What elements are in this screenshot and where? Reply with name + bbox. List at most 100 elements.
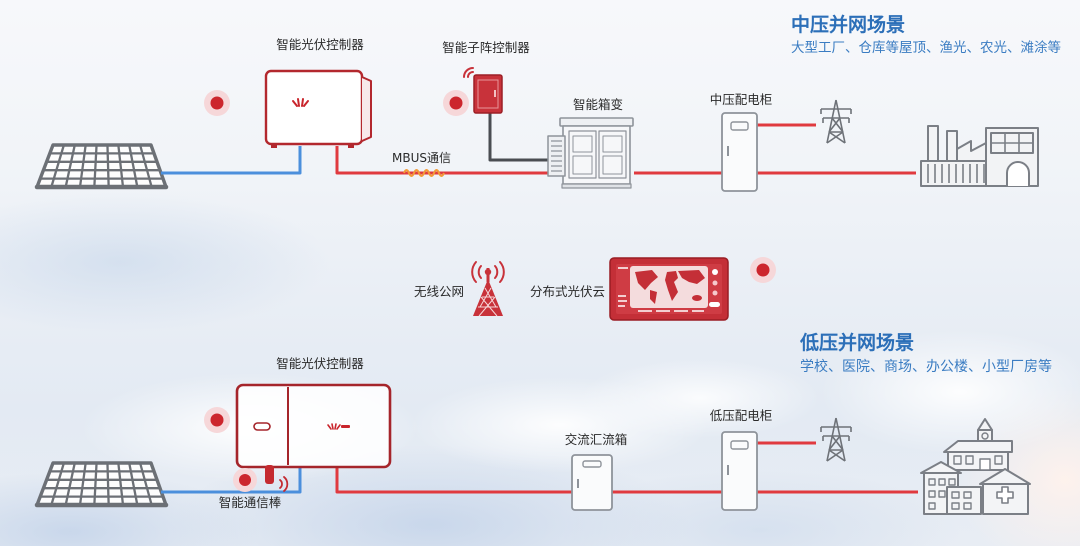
solar-panel-cell-divider [50,462,65,506]
wireless-network-label: 无线公网 [414,284,465,299]
marker-dot [750,257,776,283]
cell-tower-lattice [478,287,498,317]
marker-dot [204,90,230,116]
pv-cloud-dashboard-icon [609,257,729,321]
lv-pv-controller-label: 智能光伏控制器 [276,356,364,371]
solar-panel-cell-divider [139,144,153,188]
solar-panel-cell-divider [128,462,139,506]
controller-handle [494,90,496,97]
tower-legs [826,417,846,462]
inverter-icon [235,383,392,469]
hospital-roof [979,468,1031,485]
subarray-controller-label: 智能子阵控制器 [442,40,530,55]
inverter-side-panel [361,76,372,142]
inverter-indicator-slot [253,422,271,431]
dc-cable-top [161,146,302,175]
dc-cable-bottom [161,468,302,494]
public-buildings-icon [920,418,1031,515]
marker-dot [204,407,230,433]
smart-dongle-icon [265,465,289,492]
subarray-controller-icon [463,67,503,114]
solar-panel-cell-divider [128,144,139,188]
ac-combiner-box-icon [571,454,613,511]
dashboard-indicator [712,269,718,275]
factory-window-grid [991,133,1033,153]
school-windows [953,455,1003,465]
cell-tower-antenna [484,268,492,276]
solar-panel-icon [34,143,169,190]
combiner-display [582,460,602,468]
school-building [947,451,1009,471]
lv-scenario-title: 低压并网场景 [800,332,915,354]
factory-hall-ribs [927,164,985,183]
cabinet-display [730,121,749,131]
solar-panel-cell-divider [64,144,76,188]
inverter-body [264,69,364,146]
map-continent-north-america [635,270,658,290]
marker-dot [443,90,469,116]
solar-panel-cell-divider [64,462,76,506]
mall-building [946,486,982,515]
controller-door [477,79,499,109]
factory-icon [920,125,1039,187]
signal-waves-right [494,261,505,283]
ac-cable-bottom-inverter [335,468,572,494]
cabinet-display [730,440,749,450]
solar-panel-cell-divider [93,144,98,188]
hospital-cross-icon [996,486,1014,504]
combiner-handle [577,479,579,488]
cabinet-handle [727,465,729,475]
box-transformer-label: 智能箱变 [572,97,624,112]
tower-crossarms [821,426,851,451]
marker-dot-core [449,96,463,110]
comm-cable-subarray [488,113,549,162]
solar-panel-cell-divider [106,462,110,506]
solar-panel-cell-divider [139,462,153,506]
marker-dot-core [756,263,770,277]
marker-dot-core [239,474,251,486]
tower-crossarms [821,108,851,133]
cabinet-body [721,112,758,192]
signal-waves-left [471,261,482,283]
solar-panel-cell-divider [78,462,87,506]
factory-chimney [927,125,939,163]
ac-cable-top-inverter [335,146,549,175]
wireless-signal-icon [463,67,474,78]
combiner-box-label: 交流汇流箱 [564,432,628,447]
smart-dongle-label: 智能通信棒 [218,495,282,510]
school-door [979,458,991,471]
school-bell-tower-roof [977,418,993,431]
marker-dot-core [210,413,224,427]
school-roof [943,440,1013,453]
cabinet-body [721,431,758,511]
brand-logo-icon [327,423,341,430]
transmission-tower-icon [820,99,852,144]
solar-panel-cell-divider [106,144,110,188]
transformer-door [598,130,627,179]
lv-cabinet-label: 低压配电柜 [709,408,773,423]
tower-bracing [826,435,846,462]
mall-windows [951,491,972,510]
mv-pv-controller-label: 智能光伏控制器 [276,37,364,52]
factory-sawtooth-roof [956,140,987,161]
marker-dot [233,468,257,492]
mv-scenario-subtitle: 大型工厂、仓库等屋顶、渔光、农光、滩涂等 [791,40,1061,56]
inverter-icon [264,69,372,148]
inverter-brand-bar [341,425,350,428]
solar-panel-cell-divider [93,462,98,506]
combiner-body [571,454,613,511]
tower-insulators [820,427,852,441]
tower-bracing [826,117,846,144]
brand-logo-icon [292,98,309,107]
solar-panel-icon [34,461,169,508]
factory-arch-door [1006,161,1030,186]
mbus-label: MBUS通信 [392,151,451,165]
transformer-roof [559,117,634,127]
office-windows [928,478,956,510]
distribution-cabinet-icon [721,431,758,511]
inverter-foot [348,143,354,148]
factory-chimney [946,130,958,163]
pv-cloud-label: 分布式光伏云 [530,284,606,299]
